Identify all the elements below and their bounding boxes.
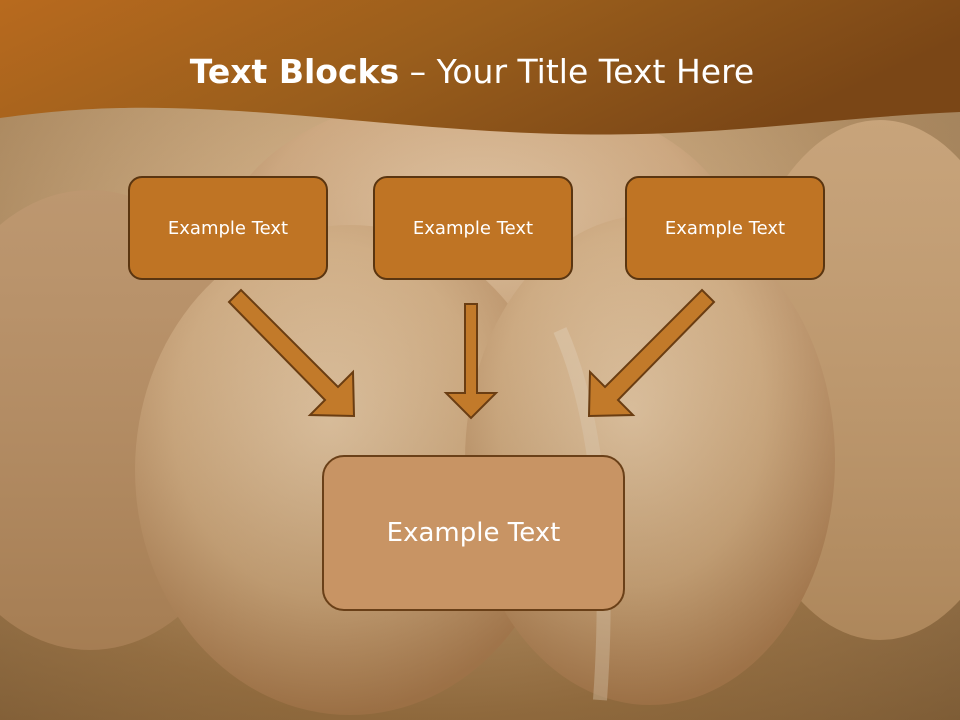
slide-title: Text Blocks – Your Title Text Here xyxy=(0,52,944,91)
text-block-3: Example Text xyxy=(625,176,825,280)
title-rest: – Your Title Text Here xyxy=(399,52,755,91)
text-block-2-label: Example Text xyxy=(412,217,534,239)
title-bold: Text Blocks xyxy=(189,52,400,91)
text-block-3-label: Example Text xyxy=(664,217,786,239)
header-band xyxy=(0,0,960,135)
main-text-block-label: Example Text xyxy=(386,518,561,548)
text-block-1: Example Text xyxy=(128,176,328,280)
text-block-2: Example Text xyxy=(373,176,573,280)
text-block-1-label: Example Text xyxy=(167,217,289,239)
main-text-block: Example Text xyxy=(322,455,625,611)
